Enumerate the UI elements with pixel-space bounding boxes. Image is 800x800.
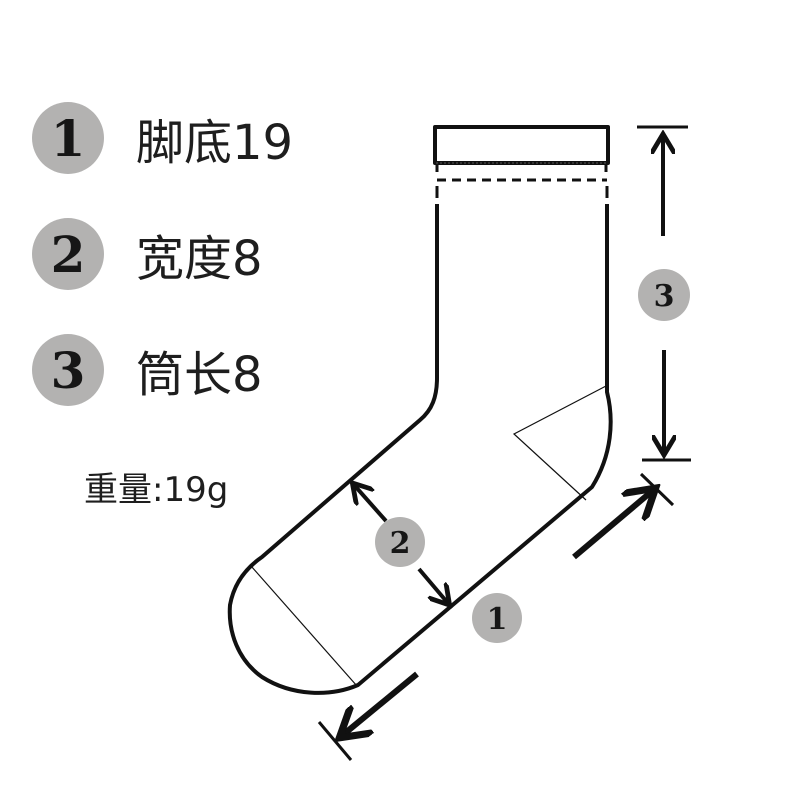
legend-item-width: 2 宽度8 xyxy=(32,216,263,292)
sole-length-arrow-right xyxy=(572,492,651,560)
dimension-width: 2 xyxy=(355,486,447,602)
sole-length-tick-right xyxy=(639,472,675,507)
weight-value: 19g xyxy=(163,470,229,510)
width-arrow-up xyxy=(355,486,388,523)
width-arrow-down xyxy=(417,567,447,602)
sole-length-badge xyxy=(472,593,522,643)
tube-length-badge-label: 3 xyxy=(654,279,675,314)
legend-item-tube-length: 3 筒长8 xyxy=(32,332,263,408)
heel-seam xyxy=(512,385,607,501)
legend-badge-3: 3 xyxy=(32,334,104,406)
width-badge xyxy=(375,517,425,567)
legend-item-sole-length: 1 脚底19 xyxy=(32,100,293,176)
legend-text-width: 宽度8 xyxy=(136,231,263,287)
sole-length-arrow-left xyxy=(344,671,419,734)
sole-length-tick-left xyxy=(317,721,353,761)
width-badge-label: 2 xyxy=(390,526,411,561)
legend-text-sole-length: 脚底19 xyxy=(136,115,294,171)
dimension-sole-length: 1 xyxy=(317,472,675,761)
sock-cuff xyxy=(433,125,610,165)
weight-label: 重量: xyxy=(84,470,164,510)
sock-outline xyxy=(227,125,613,695)
sole-length-badge-label: 1 xyxy=(487,602,508,637)
dimension-tube-length: 3 xyxy=(637,125,691,462)
toe-seam xyxy=(250,565,358,687)
legend-text-tube-length: 筒长8 xyxy=(136,347,263,403)
weight-info: 重量:19g xyxy=(84,462,228,511)
tube-length-badge xyxy=(638,269,690,321)
legend-badge-2: 2 xyxy=(32,218,104,290)
legend-badge-1: 1 xyxy=(32,102,104,174)
